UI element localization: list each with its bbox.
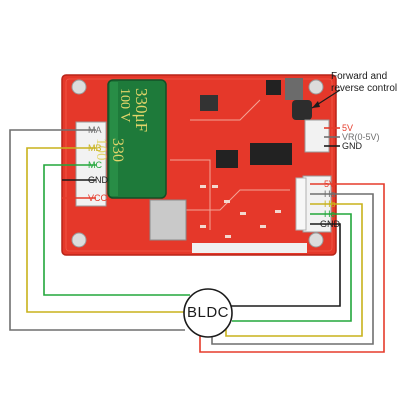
mosfet-heatsink xyxy=(149,199,187,241)
wire-ma xyxy=(9,129,185,331)
mounting-hole xyxy=(71,232,87,248)
wire-mb xyxy=(26,147,185,313)
wire-hall-hb xyxy=(225,203,363,337)
mounting-hole xyxy=(308,79,324,95)
wiring xyxy=(9,127,385,353)
wire-hall-ha xyxy=(211,193,374,345)
control-label-5v: 5V xyxy=(342,123,354,133)
hall-label-hc: Hc xyxy=(324,209,335,219)
mounting-hole xyxy=(71,79,87,95)
mounting-hole xyxy=(308,232,324,248)
potentiometer-chip xyxy=(285,78,303,100)
capacitor-value: 330μF xyxy=(132,88,151,133)
controller-ic xyxy=(216,150,238,168)
pin-label-mc: MC xyxy=(88,160,102,170)
driver-ic xyxy=(250,143,292,165)
control-label-vr: VR(0-5V) xyxy=(342,132,380,142)
pin-label-ma: MA xyxy=(88,125,102,135)
hall-label-gnd: GND xyxy=(320,219,340,229)
pin-label-gnd-left: GND xyxy=(88,175,108,185)
relay xyxy=(292,100,312,120)
wire-mc xyxy=(43,164,190,296)
pin-label-mb: MB xyxy=(88,143,102,153)
hall-label-hb: Hb xyxy=(324,199,336,209)
bldc-motor-label: BLDC xyxy=(186,304,229,321)
control-connector xyxy=(304,119,330,153)
arrow-head-icon xyxy=(312,101,320,108)
wire-hall-gnd xyxy=(231,223,341,307)
control-label-gnd: GND xyxy=(342,141,362,151)
capacitor-value-short: 330 xyxy=(109,138,126,162)
motor-power-terminal xyxy=(75,121,107,207)
bldc-motor-circle xyxy=(183,288,233,338)
hall-label-ha: Ha xyxy=(324,189,336,199)
small-ic xyxy=(266,80,281,95)
inductor xyxy=(200,95,218,111)
pin-label-vcc: VCC xyxy=(88,193,108,203)
wire-hall-5v xyxy=(199,183,385,353)
hall-label-5v: 5V xyxy=(324,179,336,189)
forward-reverse-annotation: Forward and reverse control xyxy=(331,71,398,94)
wire-hall-hc xyxy=(232,213,352,322)
electrolytic-capacitor xyxy=(107,79,167,199)
